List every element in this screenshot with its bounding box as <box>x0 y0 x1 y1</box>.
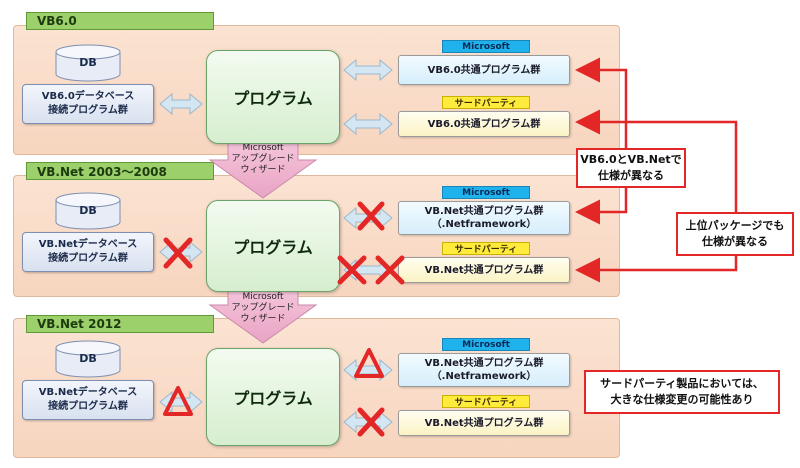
db-connection-box: VB.Netデータベース 接続プログラム群 <box>22 380 154 420</box>
db-box-line1: VB.Netデータベース <box>38 239 138 250</box>
cross-mark <box>163 237 193 269</box>
db-box-line2: 接続プログラム群 <box>48 401 128 412</box>
note-line2: 仕様が異なる <box>598 169 664 182</box>
ms-library-line1: VB6.0共通プログラム群 <box>427 64 541 76</box>
database-icon <box>55 340 121 378</box>
db-label: DB <box>79 204 97 217</box>
note-line1: サードパーティ製品においては、 <box>600 377 764 390</box>
note-line1: VB6.0とVB.Netで <box>580 153 682 166</box>
red-arrow-vbnet-ms <box>575 188 628 225</box>
red-arrow-vbnet-tp <box>575 256 738 283</box>
connector-db-program <box>159 92 203 116</box>
db-box-line1: VB.Netデータベース <box>38 387 138 398</box>
wizard-line3: ウィザード <box>240 314 286 324</box>
ms-library-line2: （.Netframework） <box>431 371 537 382</box>
tp-common-library-box: VB.Net共通プログラム群 <box>398 410 570 436</box>
microsoft-tag: Microsoft <box>442 186 530 199</box>
program-box: プログラム <box>206 50 340 144</box>
wizard-line2: アップグレード <box>231 154 295 164</box>
section-title-vb6: VB6.0 <box>26 12 214 30</box>
triangle-mark <box>163 386 193 416</box>
wizard-label-1: Microsoft アップグレード ウィザード <box>213 143 313 176</box>
cross-mark <box>337 255 367 285</box>
ms-common-library-box: VB.Net共通プログラム群 （.Netframework） <box>398 201 570 235</box>
program-box: プログラム <box>206 348 340 446</box>
wizard-line1: Microsoft <box>242 143 284 153</box>
note-line1: 上位パッケージでも <box>685 219 785 232</box>
note-vb-spec-difference: VB6.0とVB.Netで 仕様が異なる <box>576 148 686 188</box>
connector-program-ms <box>343 58 393 82</box>
tp-library-line1: VB.Net共通プログラム群 <box>424 417 544 429</box>
database-icon <box>55 44 121 82</box>
note-package-spec-difference: 上位パッケージでも 仕様が異なる <box>676 212 794 256</box>
tp-common-library-box: VB6.0共通プログラム群 <box>398 111 570 137</box>
tp-library-line1: VB6.0共通プログラム群 <box>427 118 541 130</box>
ms-common-library-box: VB6.0共通プログラム群 <box>398 55 570 85</box>
cross-mark <box>357 201 385 231</box>
tp-common-library-box: VB.Net共通プログラム群 <box>398 257 570 283</box>
cross-mark <box>375 255 405 285</box>
ms-library-line1: VB.Net共通プログラム群 <box>424 206 544 217</box>
db-box-line2: 接続プログラム群 <box>48 105 128 116</box>
note-line2: 大きな仕様変更の可能性あり <box>610 393 754 406</box>
wizard-line1: Microsoft <box>242 292 284 302</box>
note-third-party-change: サードパーティ製品においては、 大きな仕様変更の可能性あり <box>584 370 780 414</box>
red-arrow-vb6-ms <box>575 57 628 148</box>
microsoft-tag: Microsoft <box>442 40 530 53</box>
third-party-tag: サードパーティ <box>442 395 530 408</box>
note-line2: 仕様が異なる <box>702 235 768 248</box>
db-connection-box: VB6.0データベース 接続プログラム群 <box>22 84 154 124</box>
section-title-vbnet2003: VB.Net 2003～2008 <box>26 162 214 180</box>
ms-common-library-box: VB.Net共通プログラム群 （.Netframework） <box>398 353 570 387</box>
db-box-line2: 接続プログラム群 <box>48 253 128 264</box>
cross-mark <box>357 407 385 437</box>
db-label: DB <box>79 56 97 69</box>
wizard-line2: アップグレード <box>231 303 295 313</box>
wizard-label-2: Microsoft アップグレード ウィザード <box>213 292 313 325</box>
tp-library-line1: VB.Net共通プログラム群 <box>424 264 544 276</box>
connector-program-tp <box>343 112 393 136</box>
ms-library-line2: （.Netframework） <box>431 219 537 230</box>
microsoft-tag: Microsoft <box>442 338 530 351</box>
triangle-mark <box>354 348 384 378</box>
third-party-tag: サードパーティ <box>442 96 530 109</box>
database-icon <box>55 192 121 230</box>
db-label: DB <box>79 352 97 365</box>
red-arrow-vb6-tp <box>575 109 738 212</box>
db-box-line1: VB6.0データベース <box>41 91 135 102</box>
wizard-line3: ウィザード <box>240 165 286 175</box>
ms-library-line1: VB.Net共通プログラム群 <box>424 358 544 369</box>
program-box: プログラム <box>206 200 340 292</box>
section-title-vbnet2012: VB.Net 2012 <box>26 315 214 333</box>
db-connection-box: VB.Netデータベース 接続プログラム群 <box>22 232 154 272</box>
third-party-tag: サードパーティ <box>442 242 530 255</box>
